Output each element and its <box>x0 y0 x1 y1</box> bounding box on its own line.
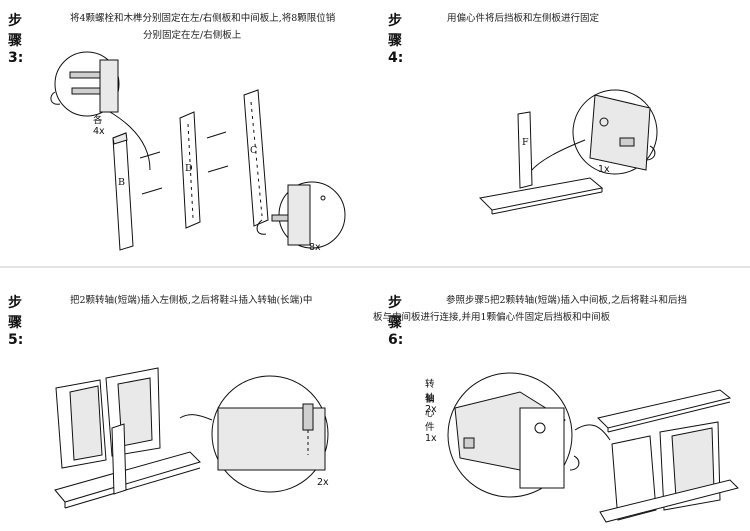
step-6-desc-line-2: 板与中间板进行连接,并用1颗偏心件固定后挡板和中间板 <box>373 312 611 323</box>
step-5-qty-2: 2x <box>317 477 329 488</box>
step-3-description: 将4颗螺栓和木榫分别固定在左/右侧板和中间板上,将8颗限位销 分别固定在左/右侧… <box>70 10 380 44</box>
step-5-description: 把2颗转轴(短端)插入左侧板,之后将鞋斗插入转轴(长端)中 <box>70 292 380 309</box>
step-6-title: 步骤6: <box>388 295 404 348</box>
panel-b-label: B <box>118 177 125 188</box>
step-3-desc-line-2: 分别固定在左/右侧板上 <box>143 30 242 41</box>
step-3-title: 步骤3: <box>8 13 24 66</box>
step-4-qty-1: 1x <box>598 164 610 175</box>
panel-f-label: F <box>522 137 529 148</box>
step-5-desc-line-1: 把2颗转轴(短端)插入左侧板,之后将鞋斗插入转轴(长端)中 <box>70 295 313 306</box>
step-3-desc-line-1: 将4颗螺栓和木榫分别固定在左/右侧板和中间板上,将8颗限位销 <box>70 13 336 24</box>
step-4-title: 步骤4: <box>388 13 404 66</box>
panel-c-label: C <box>250 145 258 156</box>
step-3-qty-each-4: 各4x <box>93 115 105 137</box>
step-4-description: 用偏心件将后挡板和左侧板进行固定 <box>447 10 737 27</box>
step-4-desc-line-1: 用偏心件将后挡板和左侧板进行固定 <box>447 13 600 24</box>
step-3-qty-8: 8x <box>309 242 321 253</box>
step-5-title: 步骤5: <box>8 295 24 348</box>
section-divider <box>0 266 750 268</box>
step-6-description: 参照步骤5把2颗转轴(短端)插入中间板,之后将鞋斗和后挡 板与中间板进行连接,并… <box>373 292 746 326</box>
panel-d-label: D <box>185 163 193 174</box>
step-6-desc-line-1: 参照步骤5把2颗转轴(短端)插入中间板,之后将鞋斗和后挡 <box>446 295 688 306</box>
step-6-pivot-qty: 转轴2x <box>425 379 437 415</box>
step-6-cam-qty: 偏心件1x <box>425 394 437 444</box>
